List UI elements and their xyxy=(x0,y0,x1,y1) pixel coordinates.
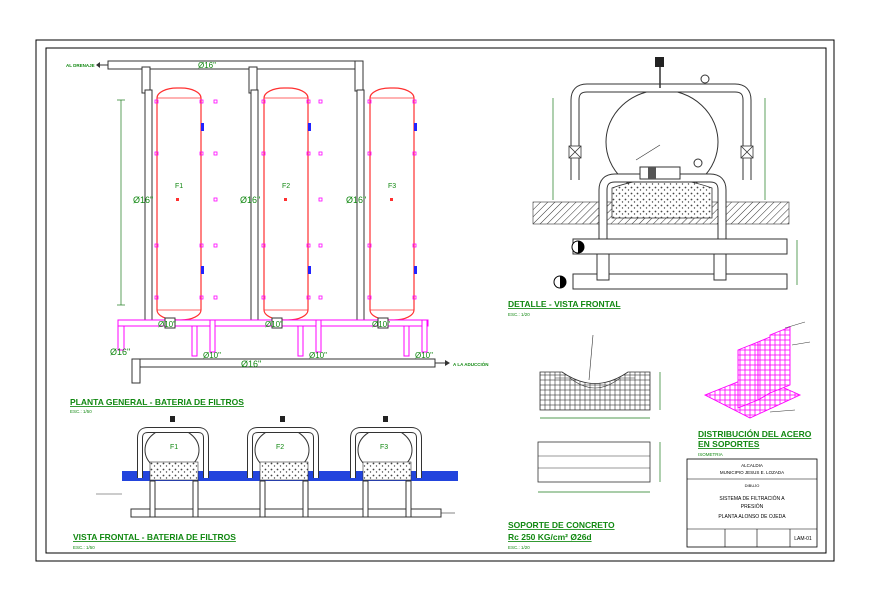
tb-line4: SISTEMA DE FILTRACIÓN A xyxy=(719,495,785,502)
tank-f3: F3 Ø16" xyxy=(346,87,415,321)
plan-title: PLANTA GENERAL - BATERIA DE FILTROS xyxy=(70,397,244,407)
rebar-title-2: EN SOPORTES xyxy=(698,439,760,449)
title-block: ALCALDIA MUNICIPIO JESUS E. LOZADA DIBUJ… xyxy=(686,458,818,548)
tank-f1-pipe-label: Ø16" xyxy=(133,195,153,205)
lower-pipe-label-1: Ø10" xyxy=(203,351,221,360)
bottom-pipe-label-2: Ø10" xyxy=(265,320,283,329)
top-pipe-label: Ø16" xyxy=(198,61,216,70)
bypass-pipe-2 xyxy=(250,89,259,321)
tank-f1: F1 Ø16" xyxy=(133,87,202,321)
tb-line1: ALCALDIA xyxy=(741,463,763,468)
valve-markers xyxy=(154,99,417,300)
tb-sheet: LAM-01 xyxy=(794,536,812,542)
tb-line6: PLANTA ALONSO DE OJEDA xyxy=(718,514,786,520)
outlet-label: A LA ADUCCIÓN xyxy=(453,360,489,367)
tank-f2-pipe-label: Ø16" xyxy=(240,195,260,205)
detail-view: DETALLE - VISTA FRONTAL ESC.: 1/20 xyxy=(508,57,798,317)
tank-f3-pipe-label: Ø16" xyxy=(346,195,366,205)
front-tank-f3-label: F3 xyxy=(380,444,388,451)
lower-header-pipe xyxy=(134,358,436,368)
inner-frame xyxy=(45,47,827,554)
detail-scale: ESC.: 1/20 xyxy=(508,312,530,317)
drain-label: AL DRENAJE xyxy=(66,63,95,68)
detail-pipe-lower xyxy=(572,273,788,290)
front-title: VISTA FRONTAL - BATERIA DE FILTROS xyxy=(73,532,236,542)
tb-line3: DIBUJO xyxy=(745,483,760,488)
lower-pipe-label-2: Ø10" xyxy=(309,351,327,360)
support-plan xyxy=(537,441,651,483)
front-unit-3: F3 xyxy=(350,416,422,518)
tank-f3-label: F3 xyxy=(388,183,396,190)
front-unit-2: F2 xyxy=(247,416,319,518)
lower-pipe-label-3: Ø10" xyxy=(415,351,433,360)
bottom-pipe-label-3: Ø10" xyxy=(372,320,390,329)
support-scale: ESC.: 1/20 xyxy=(508,545,530,550)
front-tank-f1-label: F1 xyxy=(170,444,178,451)
bottom-pipe-label-1: Ø10" xyxy=(158,320,176,329)
support-spec: Rc 250 KG/cm² Ø26d xyxy=(508,532,592,542)
plan-view: AL DRENAJE Ø16" F1 Ø16" F2 Ø16" xyxy=(66,60,489,414)
header-pipe-label: Ø16" xyxy=(241,359,261,369)
front-unit-1: F1 xyxy=(137,416,209,518)
front-view: F1 F2 F3 VISTA FRONTAL - BATERIA DE FILT… xyxy=(73,416,458,550)
plan-scale: ESC.: 1/50 xyxy=(70,409,92,414)
left-pipe-label: Ø16" xyxy=(110,347,130,357)
bypass-pipe-3 xyxy=(356,89,365,321)
support-title: SOPORTE DE CONCRETO xyxy=(508,520,615,530)
tank-f2-label: F2 xyxy=(282,183,290,190)
tank-f2: F2 Ø16" xyxy=(240,87,309,321)
support-section xyxy=(539,371,651,411)
outer-frame xyxy=(35,39,835,562)
detail-valves xyxy=(568,145,754,159)
tb-line2: MUNICIPIO JESUS E. LOZADA xyxy=(720,470,784,475)
support-view: SOPORTE DE CONCRETO Rc 250 KG/cm² Ø26d E… xyxy=(508,334,661,550)
front-tank-f2-label: F2 xyxy=(276,444,284,451)
detail-pipe-upper xyxy=(572,238,788,255)
bypass-pipe-1 xyxy=(144,89,153,321)
tb-line5: PRESIÓN xyxy=(741,503,764,510)
rebar-subtitle: ISOMETRIA xyxy=(698,452,723,457)
gravel-bed xyxy=(611,178,713,219)
rebar-view: DISTRIBUCIÓN DEL ACERO EN SOPORTES ISOME… xyxy=(698,321,812,457)
front-scale: ESC.: 1/50 xyxy=(73,545,95,550)
rebar-title: DISTRIBUCIÓN DEL ACERO xyxy=(698,428,812,439)
blue-fittings xyxy=(201,123,417,274)
tank-f1-label: F1 xyxy=(175,183,183,190)
detail-title: DETALLE - VISTA FRONTAL xyxy=(508,299,621,309)
